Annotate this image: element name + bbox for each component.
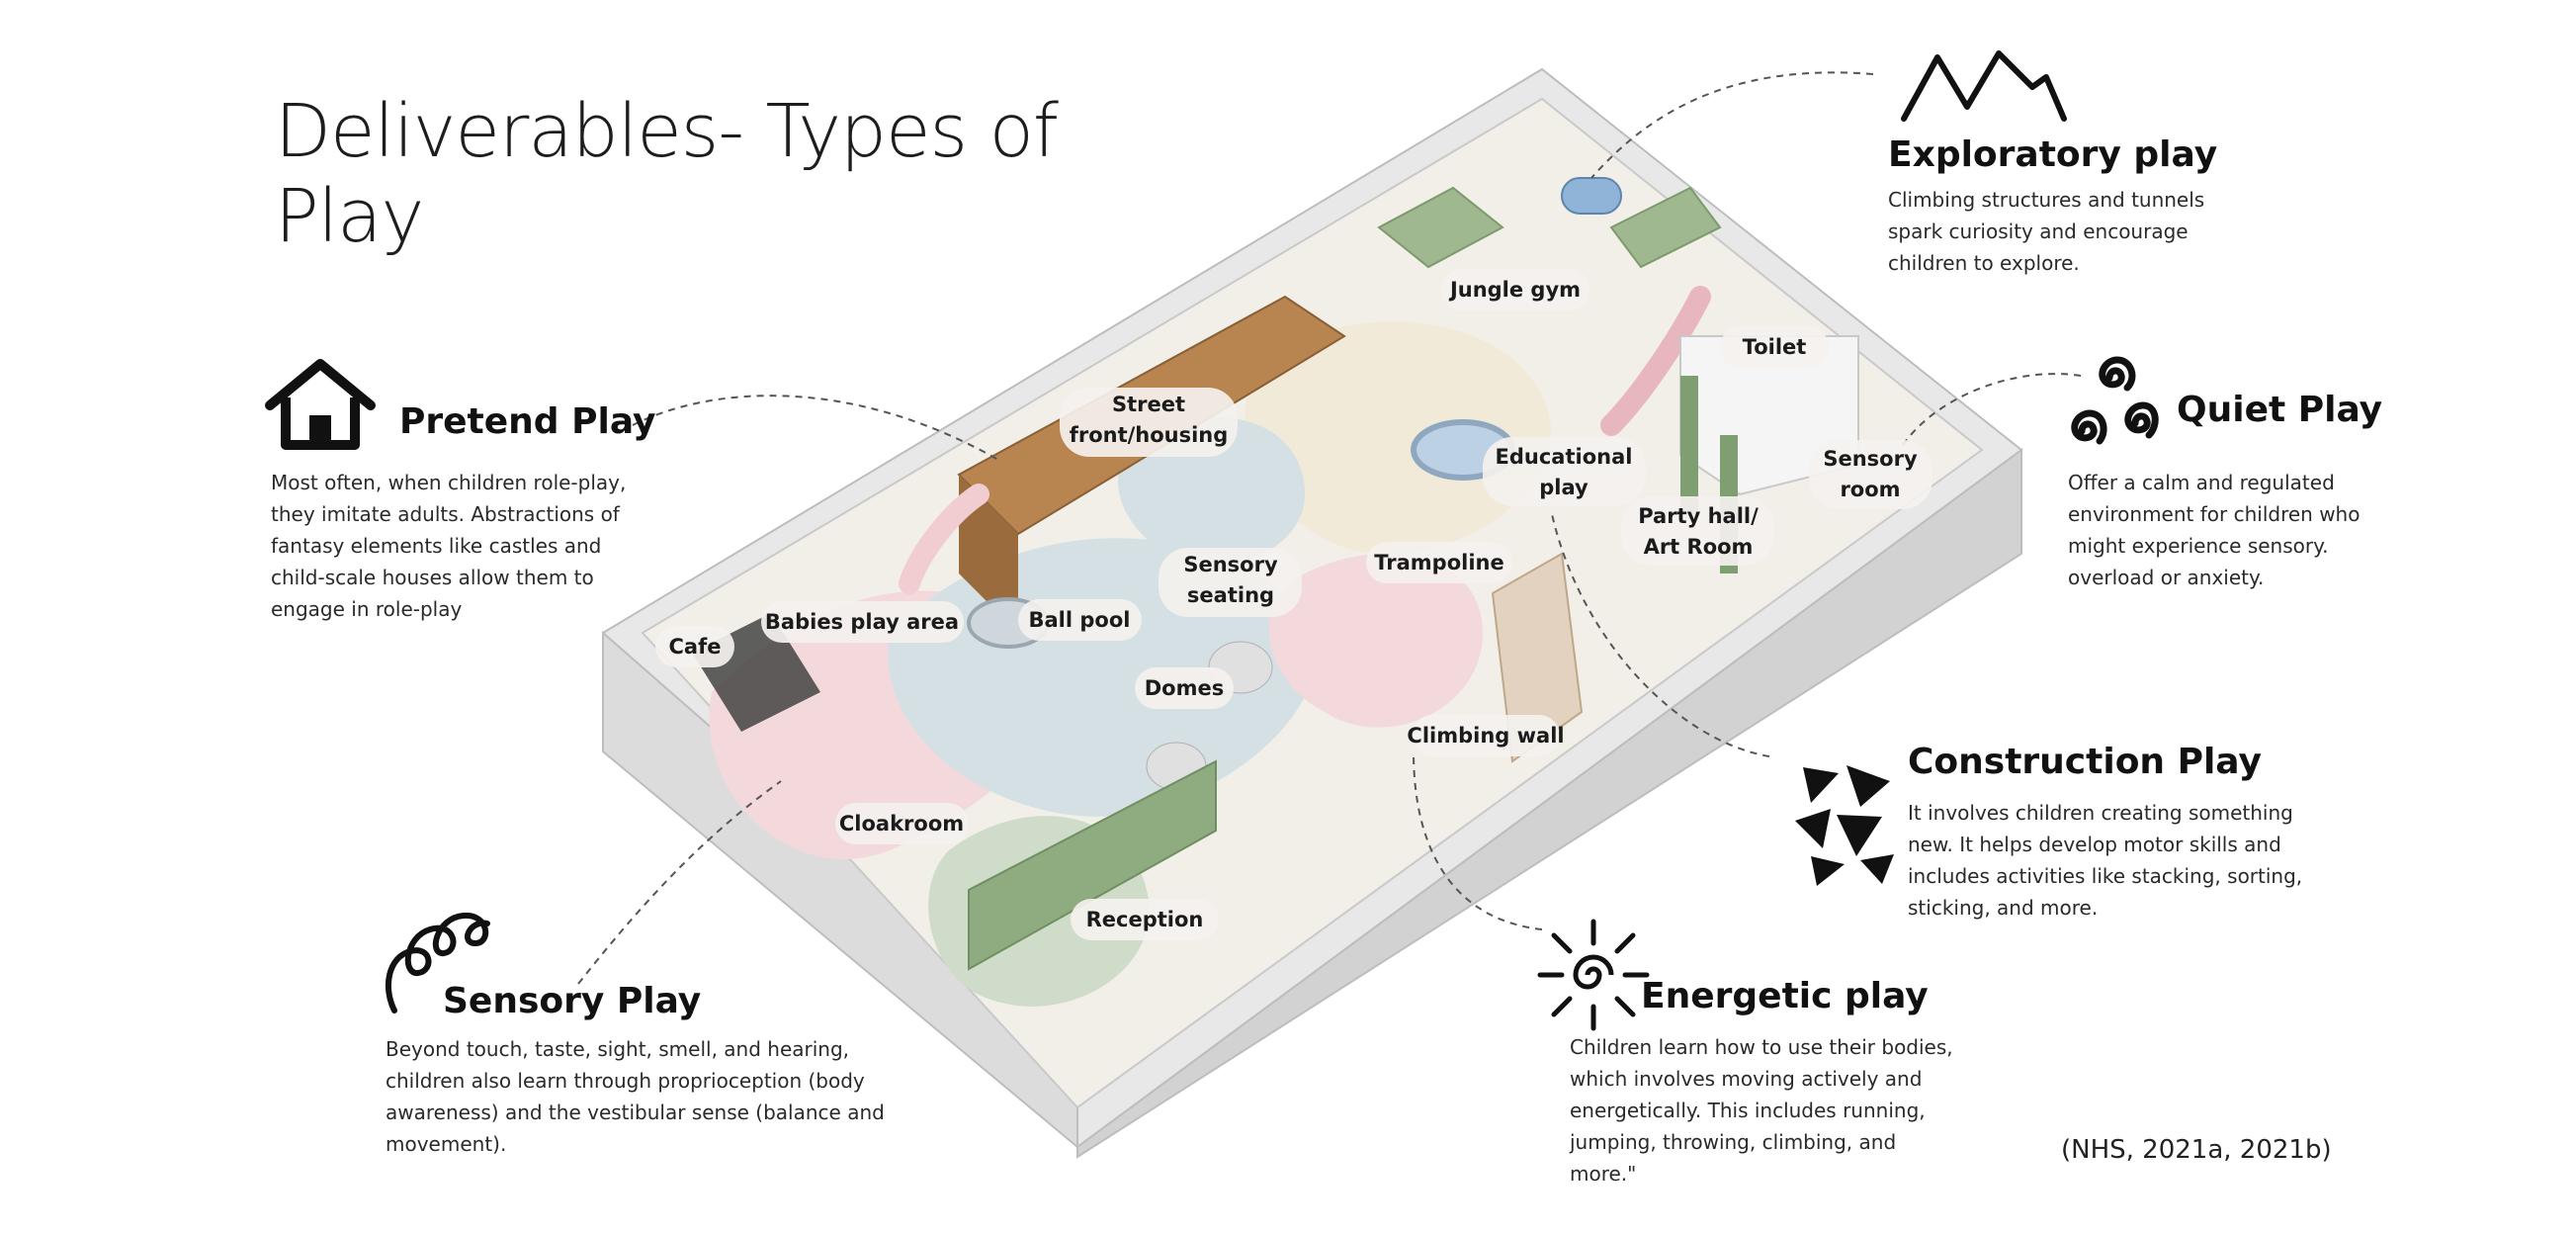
zone-label-trampoline: Trampoline (1366, 542, 1512, 583)
connector-construction (1551, 513, 1770, 757)
svg-text:Sensory: Sensory (1823, 447, 1918, 471)
zone-label-educational-play: Educational play (1483, 437, 1646, 506)
spirals-icon (2071, 356, 2159, 445)
svg-text:Ball pool: Ball pool (1029, 608, 1131, 632)
construction-play-title: Construction Play (1908, 742, 2262, 782)
floor-blob-cream (1245, 321, 1552, 554)
citation: (NHS, 2021a, 2021b) (2061, 1135, 2332, 1165)
zone-label-toilet: Toilet (1720, 326, 1829, 368)
svg-text:Reception: Reception (1086, 908, 1204, 931)
energetic-play-text: Children learn how to use their bodies, … (1570, 1035, 1953, 1186)
zone-label-street-housing: Street front/housing (1060, 388, 1238, 457)
zone-label-ball-pool: Ball pool (1018, 599, 1142, 641)
exploratory-play-title: Exploratory play (1888, 134, 2218, 175)
sensory-play-text: Beyond touch, taste, sight, smell, and h… (386, 1037, 885, 1156)
connector-exploratory (1590, 71, 1874, 179)
svg-text:Jungle gym: Jungle gym (1448, 278, 1581, 302)
zone-label-sensory-seating: Sensory seating (1159, 548, 1302, 617)
jungle-gym-tunnel (1561, 177, 1622, 215)
svg-text:seating: seating (1187, 583, 1274, 607)
zone-label-babies-play-area: Babies play area (761, 601, 964, 643)
triangles-icon (1795, 765, 1894, 886)
svg-text:Sensory: Sensory (1183, 553, 1278, 576)
street-housing-front (959, 475, 1018, 633)
jungle-gym-block-left (1377, 186, 1504, 269)
connector-energetic (1413, 750, 1543, 930)
jungle-gym-block-right (1609, 186, 1722, 269)
svg-text:Toilet: Toilet (1743, 335, 1807, 359)
sensory-play-title: Sensory Play (443, 981, 702, 1021)
house-icon (265, 359, 376, 450)
zone-label-domes: Domes (1135, 667, 1234, 709)
svg-text:Educational: Educational (1496, 445, 1633, 469)
quiet-play-title: Quiet Play (2177, 390, 2383, 430)
svg-text:front/housing: front/housing (1070, 423, 1229, 447)
sunburst-icon (1537, 919, 1650, 1031)
mountains-icon (1901, 50, 2067, 122)
svg-text:Babies play area: Babies play area (765, 610, 959, 634)
svg-text:play: play (1539, 476, 1589, 499)
pretend-play-text: Most often, when children role-play, the… (271, 471, 627, 621)
exploratory-play-text: Climbing structures and tunnels spark cu… (1888, 188, 2205, 275)
quiet-play-text: Offer a calm and regulated environment f… (2068, 471, 2361, 589)
page-title: Deliverables- Types of Play (275, 89, 1059, 259)
building-side-right (1076, 448, 2022, 1159)
svg-text:Art Room: Art Room (1644, 535, 1754, 559)
reception-green-wall (968, 759, 1217, 971)
svg-text:Party hall/: Party hall/ (1638, 504, 1759, 528)
pretend-play-title: Pretend Play (399, 401, 656, 442)
scribble-loops-icon (385, 912, 490, 1014)
slide-left (899, 484, 989, 594)
svg-text:Trampoline: Trampoline (1374, 551, 1503, 574)
energetic-play-title: Energetic play (1641, 976, 1929, 1016)
climbing-wall-block (1491, 552, 1584, 763)
svg-text:room: room (1840, 478, 1900, 501)
green-partition-1 (1680, 376, 1698, 514)
zone-label-party-hall: Party hall/ Art Room (1621, 496, 1774, 566)
zone-label-jungle-gym: Jungle gym (1441, 269, 1589, 310)
zone-label-climbing-wall: Climbing wall (1407, 715, 1565, 756)
svg-text:Cloakroom: Cloakroom (839, 812, 964, 836)
connector-sensory (577, 780, 782, 985)
svg-text:Climbing wall: Climbing wall (1407, 724, 1564, 748)
zone-label-reception: Reception (1071, 899, 1219, 940)
floor-blob-pink-2 (1268, 554, 1483, 728)
construction-play-text: It involves children creating something … (1908, 801, 2303, 920)
svg-text:Domes: Domes (1145, 676, 1224, 700)
slide (1600, 286, 1711, 436)
svg-text:Cafe: Cafe (669, 635, 722, 659)
svg-text:Street: Street (1112, 393, 1185, 416)
zone-label-cloakroom: Cloakroom (835, 803, 969, 844)
zone-label-sensory-room: Sensory room (1809, 440, 1932, 509)
zone-label-cafe: Cafe (655, 626, 734, 667)
